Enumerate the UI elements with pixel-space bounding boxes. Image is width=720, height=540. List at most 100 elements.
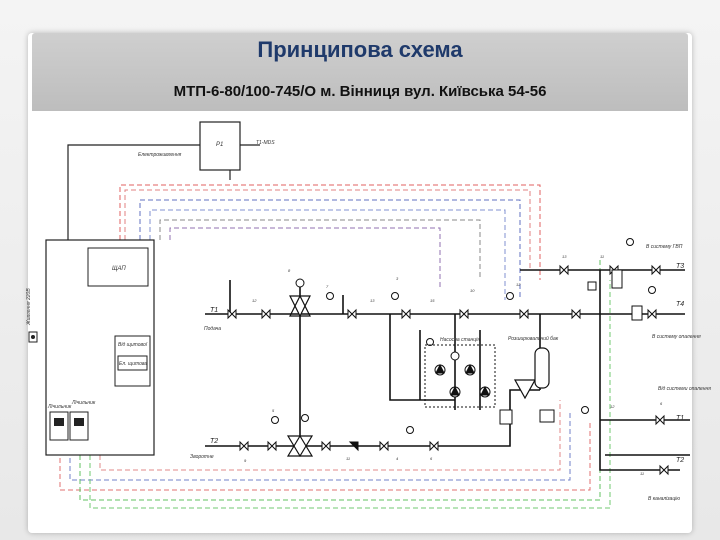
- filters: [499, 269, 643, 425]
- io-labels: T1 Подача T2 Зворотне T3 T4 T1 T2 В сист…: [190, 244, 711, 502]
- heat-exchanger-1: [289, 295, 311, 318]
- valve-7: [571, 308, 581, 320]
- meter-b-label: Лічильник: [71, 400, 96, 406]
- control-cabinet: ЩАП Від щитової Ел. щитова Лічильник Ліч…: [26, 239, 155, 456]
- out-note-top: В систему ГВП: [646, 244, 683, 250]
- out-t2-label: T2: [676, 457, 684, 464]
- top-line-note: Електроживлення: [138, 152, 182, 158]
- slide-header: Принципова схема МТП-6-80/100-745/О м. В…: [32, 33, 688, 111]
- gauge-9: [406, 426, 414, 434]
- wiring: [67, 144, 260, 240]
- pipelines: [205, 269, 690, 471]
- pipe-mid-return: [360, 389, 540, 447]
- pump-station-frame: [424, 344, 496, 408]
- valve-18: [659, 464, 669, 476]
- gauge-5: [626, 238, 634, 246]
- svg-text:12: 12: [610, 404, 615, 409]
- control-line-red-3: [59, 420, 591, 491]
- slide-subtitle: МТП-6-80/100-745/О м. Вінниця вул. Київс…: [173, 83, 547, 100]
- out-t4-label: T4: [676, 301, 684, 308]
- gauge-7: [271, 416, 279, 424]
- valve-12: [239, 440, 249, 452]
- gauge-8: [301, 414, 309, 422]
- pumps: [348, 344, 496, 452]
- gauge-2: [326, 292, 334, 300]
- valve-3: [347, 308, 357, 320]
- control-line-purple: [169, 227, 441, 290]
- filter-2: [631, 305, 643, 321]
- gauge-3: [391, 292, 399, 300]
- input-supply-label: T1: [210, 307, 218, 314]
- svg-text:12: 12: [516, 282, 521, 287]
- top-box-label: P1: [216, 142, 223, 148]
- control-line-blue-1: [139, 199, 521, 300]
- svg-text:3: 3: [396, 276, 399, 281]
- svg-text:10: 10: [470, 288, 475, 293]
- valve-8: [647, 308, 657, 320]
- heat-exchanger-2: [289, 294, 311, 317]
- valve-4: [401, 308, 411, 320]
- out-note-bottom: В каналізацію: [648, 496, 680, 502]
- gauge-10: [581, 406, 589, 414]
- valve-6: [519, 308, 529, 320]
- svg-text:13: 13: [370, 298, 375, 303]
- tank-label: Розширювальний бак: [508, 335, 559, 342]
- valve-9: [559, 264, 569, 276]
- gauges: [271, 238, 656, 434]
- heat-exchangers: [286, 294, 537, 458]
- input-supply-desc: Подача: [204, 326, 221, 332]
- valve-16: [429, 440, 439, 452]
- controller-label: ЩАП: [112, 266, 126, 272]
- control-line-gray: [159, 219, 481, 280]
- slide-title: Принципова схема: [257, 37, 463, 62]
- svg-text:5: 5: [272, 408, 275, 413]
- wire-top: [67, 144, 200, 240]
- svg-text:9: 9: [244, 458, 247, 463]
- valves: [227, 264, 669, 476]
- control-line-red-2: [124, 189, 531, 270]
- valve-17: [655, 414, 665, 426]
- gauge-11: [450, 351, 460, 361]
- svg-text:11: 11: [600, 254, 604, 259]
- valve-1: [227, 308, 237, 320]
- control-line-red-4: [99, 400, 561, 471]
- left-side-label: Живлення 220В: [26, 288, 32, 326]
- filter-4: [539, 409, 555, 423]
- valve-5: [459, 308, 469, 320]
- svg-text:15: 15: [430, 298, 435, 303]
- gauge-1: [295, 278, 305, 288]
- filter-3: [611, 269, 623, 289]
- valve-11: [651, 264, 661, 276]
- svg-text:6: 6: [430, 456, 433, 461]
- valve-14: [321, 440, 331, 452]
- valve-13: [267, 440, 277, 452]
- input-return-desc: Зворотне: [190, 454, 214, 460]
- valve-2: [261, 308, 271, 320]
- svg-text:11: 11: [640, 471, 644, 476]
- pump-station-label: Насосна станція: [440, 337, 480, 343]
- gauge-4: [506, 292, 514, 300]
- gauge-6: [648, 286, 656, 294]
- svg-text:13: 13: [562, 254, 567, 259]
- supply-box-label: Від щитової: [118, 342, 148, 348]
- out-t1-label: T1: [676, 415, 684, 422]
- out-t3-label: T3: [676, 263, 684, 270]
- meter-a-label: Лічильник: [47, 404, 72, 410]
- valve-15: [379, 440, 389, 452]
- out-note-low: Від системи опалення: [658, 386, 711, 392]
- filter-1: [587, 281, 597, 291]
- input-return-label: T2: [210, 438, 218, 445]
- svg-text:6: 6: [660, 401, 663, 406]
- heat-exchanger-4: [286, 434, 314, 457]
- svg-text:4: 4: [396, 456, 399, 461]
- filter-5: [499, 409, 513, 425]
- control-line-red-1: [119, 184, 541, 280]
- out-note-mid: В систему опалення: [652, 334, 701, 340]
- top-device: P1 T1-MDS Електроживлення: [138, 121, 275, 171]
- pipe-right-drop: [599, 270, 680, 471]
- expansion-tank: Розширювальний бак: [508, 335, 559, 389]
- svg-text:12: 12: [252, 298, 257, 303]
- heat-exchanger-5: [513, 379, 537, 400]
